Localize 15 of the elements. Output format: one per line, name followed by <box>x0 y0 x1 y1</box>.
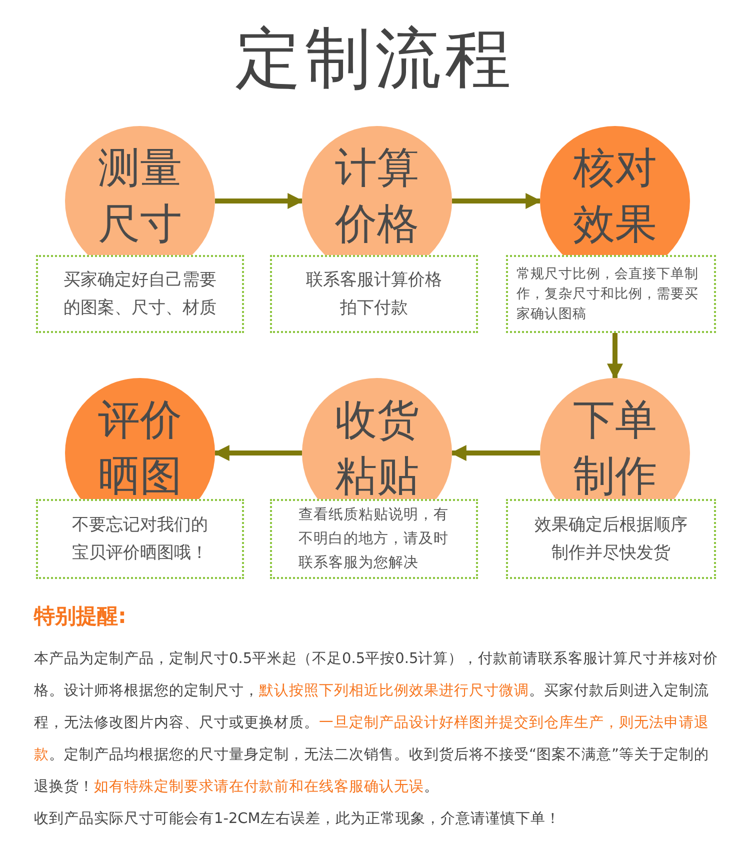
notice-heading: 特别提醒: <box>34 603 126 630</box>
arrow <box>215 193 304 209</box>
description-box: 效果确定后根据顺序制作并尽快发货 <box>506 499 716 579</box>
description-box: 联系客服计算价格拍下付款 <box>270 255 478 333</box>
title: 定制流程 <box>234 19 516 99</box>
description-box: 买家确定好自己需要的图案、尺寸、材质 <box>36 255 244 333</box>
description-box: 查看纸质粘贴说明，有不明白的地方，请及时联系客服为您解决 <box>270 499 478 579</box>
notice-paragraph: 收到产品实际尺寸可能会有1-2CM左右误差，此为正常现象，介意请谨慎下单！ <box>34 810 562 829</box>
description-box: 常规尺寸比例，会直接下单制作，复杂尺寸和比例，需要买家确认图稿 <box>506 255 716 333</box>
arrow <box>607 333 623 380</box>
arrow <box>213 445 302 461</box>
notice-paragraph: 本产品为定制产品，定制尺寸0.5平米起（不足0.5平按0.5计算），付款前请联系客服计算尺寸并核对价格。设计师将根据您的定制尺寸，默认按照下列相近比例效果进行尺寸微调。买家付款后则进入定制流程，无法修改图片内容、尺寸或更换材质。一旦定制产品设计好样图并提交到仓库生产，则无法申请退款。定制产品均根据您的尺寸量身定制，无法二次销售。收到货后将不接受“图案不满意”等关于定制的退换货！如有特殊定制要求请在付款前和在线客服确认无误。 <box>34 650 720 797</box>
description-box: 不要忘记对我们的宝贝评价晒图哦！ <box>36 499 244 579</box>
arrow <box>452 193 542 209</box>
arrow <box>450 445 540 461</box>
